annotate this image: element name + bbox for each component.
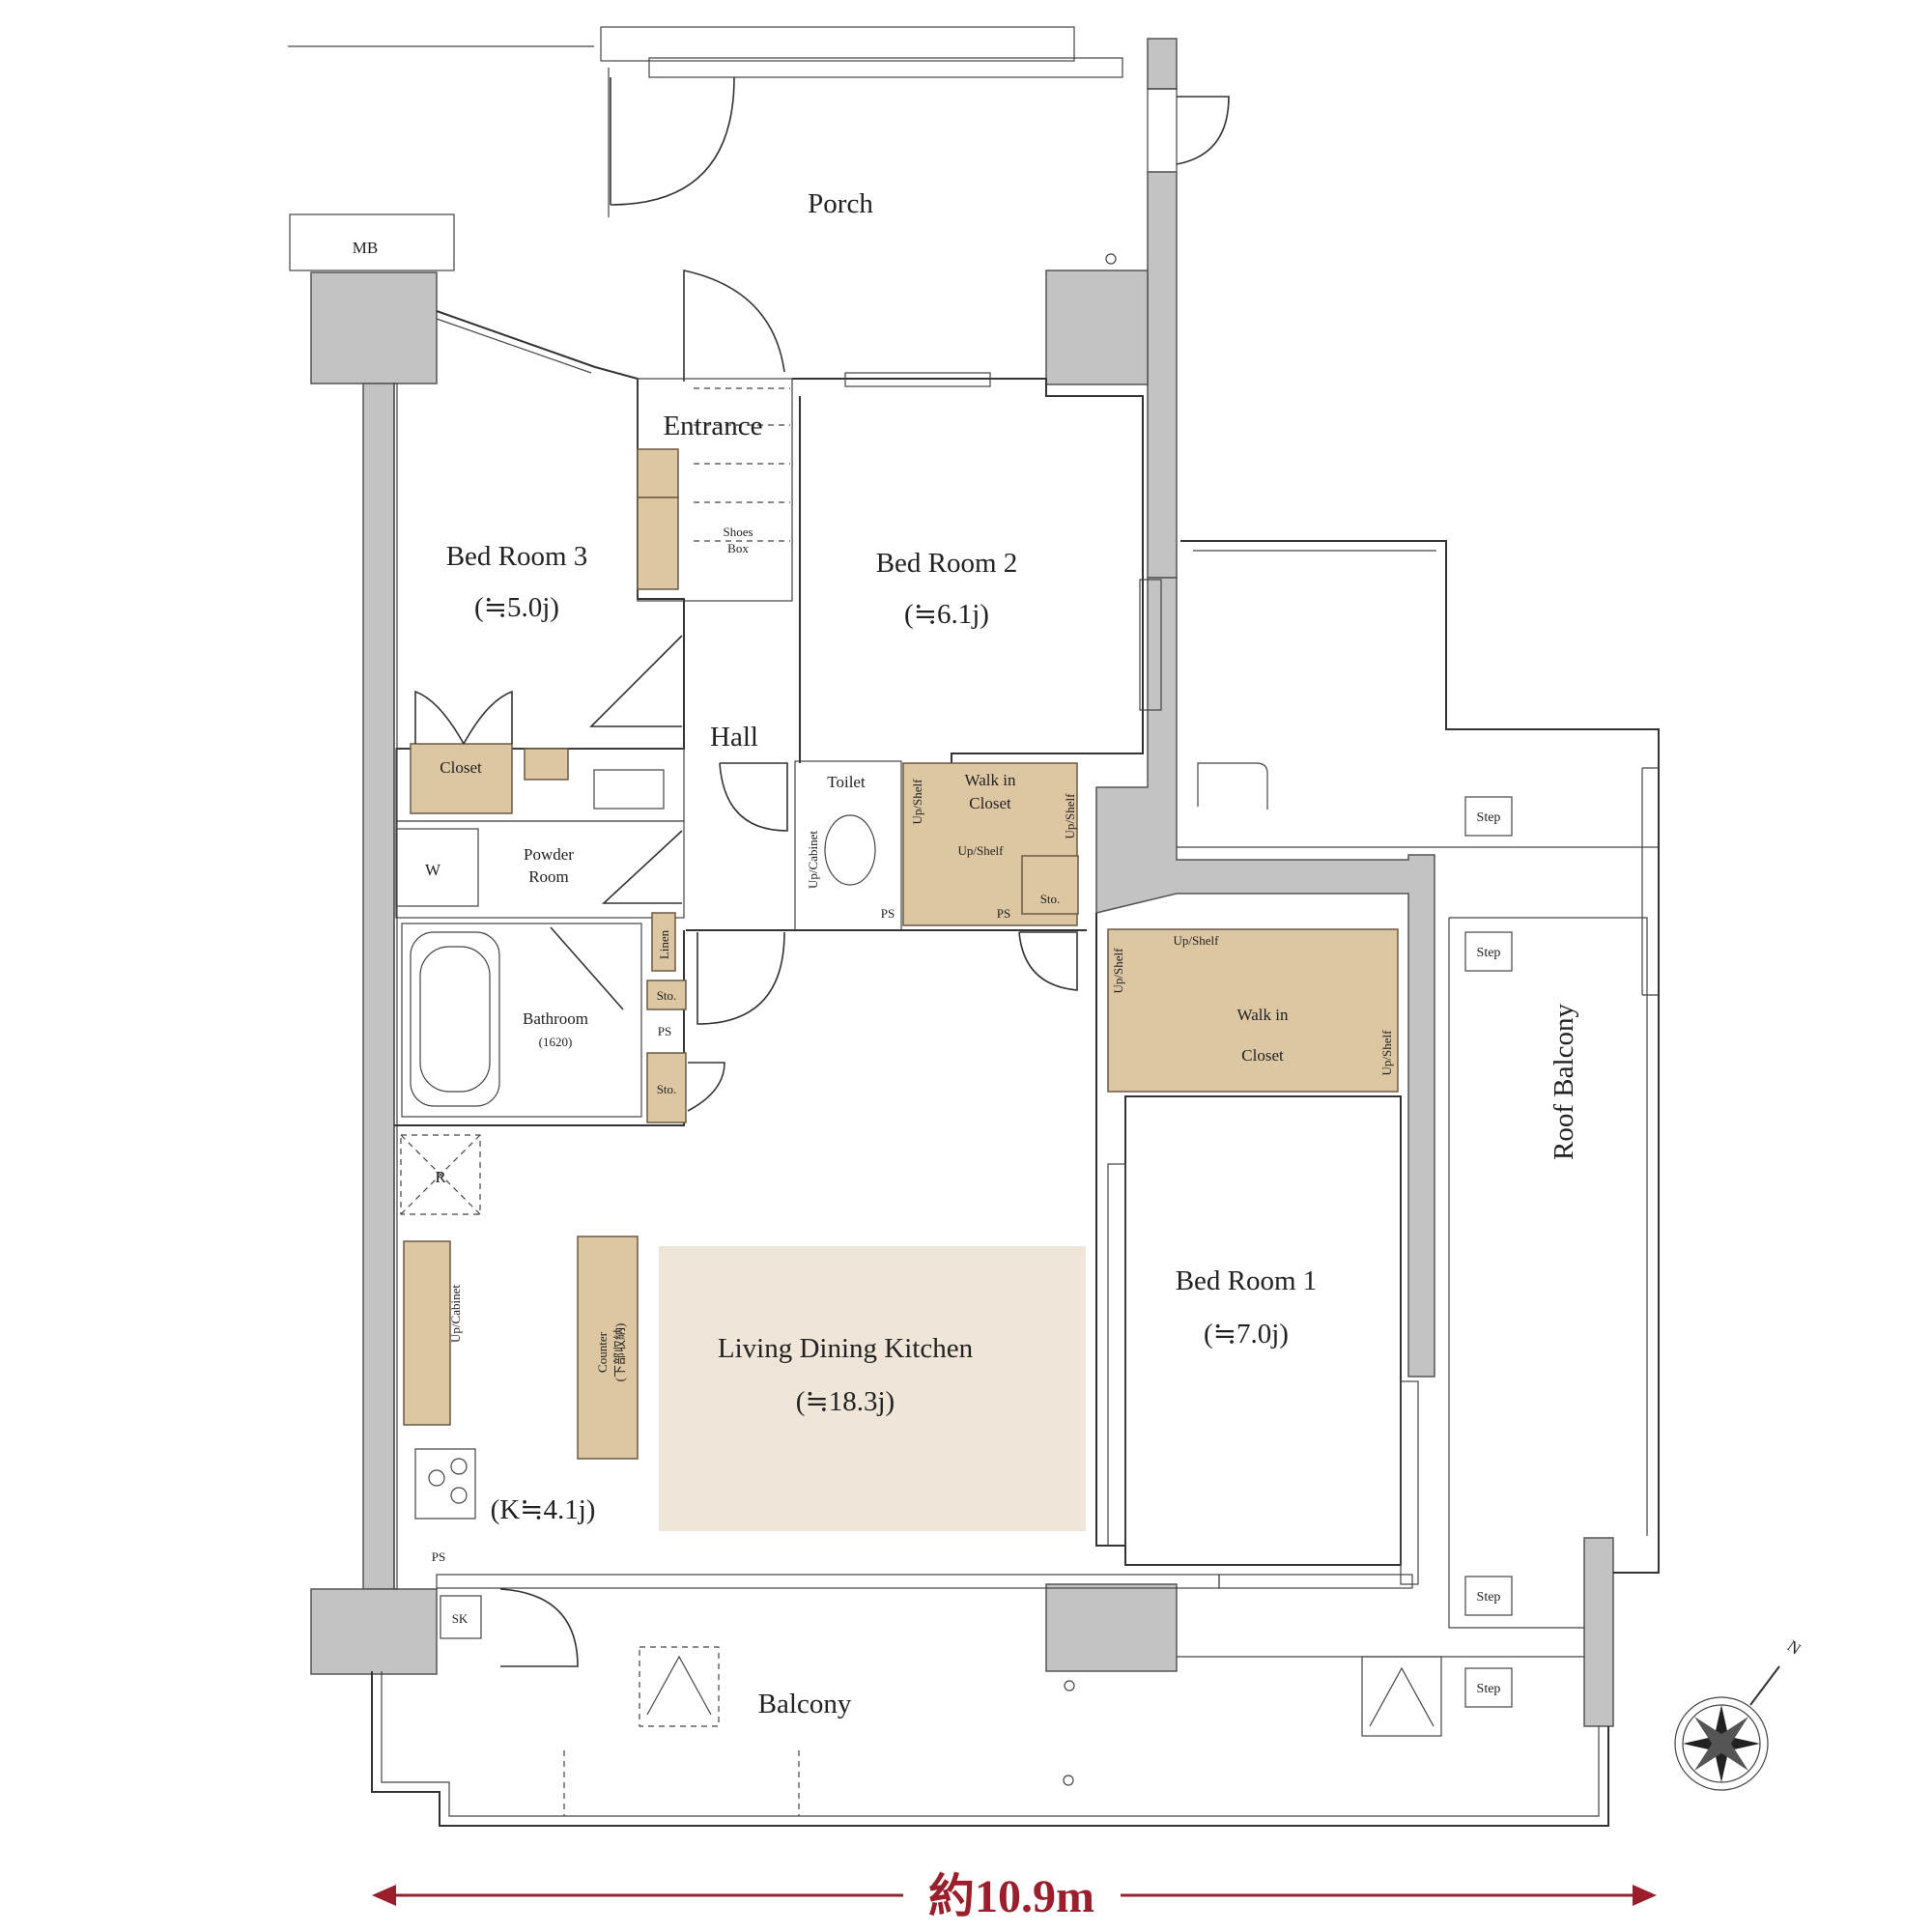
ldk-area: (≒18.3j)	[796, 1386, 895, 1417]
dimension-arrow-right-icon	[1633, 1885, 1657, 1906]
ps-label-4: PS	[432, 1549, 445, 1564]
washer-space	[395, 828, 479, 907]
sink-label: SK	[452, 1611, 469, 1626]
storage-sto-3	[646, 1052, 687, 1123]
step-3	[1464, 1576, 1513, 1616]
bedroom3-area: (≒5.0j)	[474, 592, 559, 623]
sto-label-3: Sto.	[657, 1082, 677, 1096]
bathroom-size: (1620)	[539, 1035, 573, 1049]
step-4	[1464, 1667, 1513, 1708]
wic-large-label-2: Closet	[1241, 1046, 1284, 1065]
counter-label-1: Counter	[595, 1331, 610, 1373]
closet-bedroom3	[410, 743, 513, 814]
bathtub	[410, 931, 500, 1107]
wic-small-label-1: Walk in	[965, 771, 1016, 789]
porch-label: Porch	[808, 188, 873, 219]
bathroom-label: Bathroom	[523, 1009, 588, 1028]
roof-balcony-label: Roof Balcony	[1548, 1004, 1579, 1160]
ac-unit-1	[639, 1646, 720, 1727]
up-shelf-label-6: Up/Shelf	[1379, 1030, 1394, 1076]
balcony-sink	[440, 1595, 482, 1639]
step-label-1: Step	[1477, 810, 1501, 825]
doors	[414, 270, 1078, 1667]
step-label-2: Step	[1477, 946, 1501, 960]
step-label-3: Step	[1477, 1590, 1501, 1605]
ps-label-2: PS	[881, 906, 895, 921]
wic-large-label-1: Walk in	[1237, 1006, 1289, 1024]
kitchen-counter	[577, 1236, 639, 1460]
balcony-label: Balcony	[758, 1689, 852, 1719]
fixture-labels: W R SK PS PS PS PS Sto. Sto. Sto. Linen …	[425, 779, 1500, 1696]
compass-icon: N	[1674, 1636, 1804, 1791]
powder-shelf	[524, 748, 569, 781]
shoes-box-lower	[637, 497, 679, 590]
walk-in-closet-large	[1107, 928, 1399, 1093]
powder-room-label-1: Powder	[524, 845, 574, 864]
structural-walls	[310, 271, 1614, 1727]
bedroom1-name: Bed Room 1	[1176, 1265, 1318, 1296]
closet-label: Closet	[440, 758, 482, 777]
fixtures	[395, 387, 1442, 1786]
room-labels: Porch Entrance Shoes Box Bed Room 3 (≒5.…	[440, 188, 1579, 1719]
width-dimension: 約10.9m	[372, 1871, 1657, 1922]
bedroom1-area: (≒7.0j)	[1204, 1319, 1289, 1350]
storage-areas	[403, 448, 1399, 1531]
shoes-box-label-2: Box	[727, 541, 749, 555]
up-shelf-label-1: Up/Shelf	[958, 843, 1005, 858]
roof-balcony-outline	[1177, 540, 1660, 1708]
storage-sto-1	[1021, 855, 1079, 915]
dimension-label: 約10.9m	[928, 1871, 1094, 1922]
bedroom2-name: Bed Room 2	[876, 548, 1018, 579]
meter-box: MB	[289, 213, 455, 271]
ldk-highlight	[659, 1246, 1086, 1531]
refrigerator-space	[400, 1134, 481, 1215]
washer-label: W	[425, 861, 441, 879]
linen-label: Linen	[657, 929, 671, 959]
entrance-label: Entrance	[663, 411, 762, 441]
ps-label-1: PS	[658, 1024, 671, 1038]
ldk-name: Living Dining Kitchen	[718, 1333, 974, 1364]
washbasin	[593, 769, 665, 810]
powder-room-label-2: Room	[528, 867, 569, 886]
ps-label-3: PS	[997, 906, 1010, 921]
linen-cupboard	[651, 912, 676, 972]
toilet-label: Toilet	[827, 773, 866, 791]
dimension-arrow-left-icon	[372, 1885, 396, 1906]
hall-label: Hall	[710, 722, 758, 753]
up-cabinet-label-1: Up/Cabinet	[806, 831, 820, 889]
mb-label: MB	[353, 239, 378, 257]
toilet-bowl	[824, 814, 876, 886]
shoes-box-label-1: Shoes	[723, 525, 753, 539]
up-shelf-label-2: Up/Shelf	[910, 779, 924, 825]
up-cabinet-label-2: Up/Cabinet	[448, 1285, 463, 1343]
bedroom2-area: (≒6.1j)	[904, 599, 989, 630]
sto-label-2: Sto.	[657, 988, 677, 1003]
kitchen-cabinet	[403, 1240, 451, 1426]
step-label-4: Step	[1477, 1682, 1501, 1696]
sto-label-1: Sto.	[1040, 892, 1061, 906]
step-2	[1464, 931, 1513, 972]
storage-sto-2	[646, 980, 687, 1010]
bedroom3-name: Bed Room 3	[446, 541, 588, 572]
up-shelf-label-3: Up/Shelf	[1063, 793, 1077, 839]
wic-small-label-2: Closet	[969, 794, 1011, 812]
refrigerator-label: R	[435, 1168, 446, 1186]
up-shelf-label-4: Up/Shelf	[1174, 933, 1220, 948]
counter-label-2: (下部収納)	[612, 1323, 627, 1382]
shoes-box-upper	[637, 448, 679, 498]
balcony-outline	[371, 1656, 1609, 1827]
up-shelf-label-5: Up/Shelf	[1111, 948, 1125, 994]
step-1	[1464, 796, 1513, 837]
compass-north-label: N	[1784, 1636, 1804, 1659]
cooktop	[414, 1448, 476, 1520]
kitchen-area: (K≒4.1j)	[491, 1494, 596, 1525]
